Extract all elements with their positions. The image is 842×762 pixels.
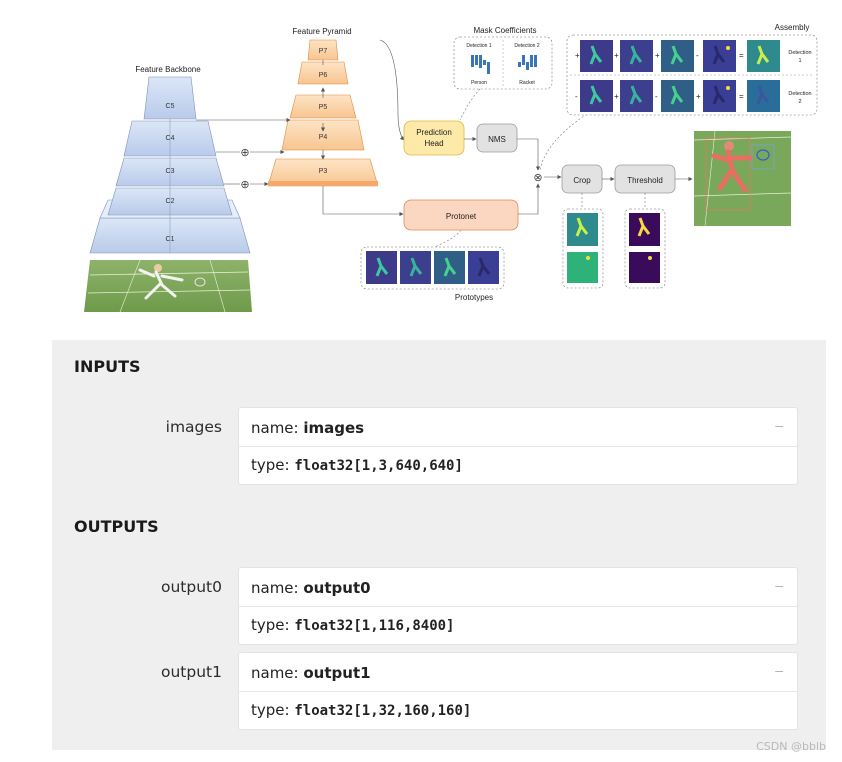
backbone-label-c4: C4 [166, 135, 175, 142]
pyramid-layer-p6 [297, 61, 349, 85]
model-properties-panel: INPUTS images name: images – type: float… [52, 340, 826, 750]
sum-node-2: ⊕ [240, 179, 249, 191]
name-prefix: name: [251, 664, 304, 682]
assembly-row1: + + + - = Detection 1 [575, 40, 812, 72]
output0-row-label: output0 [161, 578, 222, 596]
backbone-label-c2: C2 [166, 198, 175, 205]
sum-node-1: ⊕ [240, 147, 249, 159]
output1-name-line: name: output1 [251, 664, 371, 682]
multiply-node: ⊗ [533, 172, 542, 184]
coeff-bars-person [471, 55, 490, 74]
assembly-det2-line2: 2 [798, 99, 801, 105]
protonet-label: Protonet [446, 212, 477, 221]
collapse-toggle[interactable]: – [775, 417, 783, 433]
pyramid-label-p3: P3 [319, 168, 328, 175]
output0-name-line: name: output0 [251, 579, 371, 597]
lateral-connections [196, 117, 291, 187]
assembly-op: + [614, 92, 619, 101]
inputs-section-title: INPUTS [74, 357, 141, 376]
pyramid-label-p5: P5 [319, 104, 328, 111]
input-images-card[interactable]: name: images – type: float32[1,3,640,640… [239, 408, 797, 484]
collapse-toggle[interactable]: – [775, 577, 783, 593]
divider [239, 691, 797, 692]
assembly-det2-line1: Detection [788, 91, 811, 97]
threshold-label: Threshold [627, 176, 663, 185]
type-prefix: type: [251, 616, 295, 634]
crop-label: Crop [573, 176, 591, 185]
prediction-head-label-line1: Prediction [416, 128, 452, 137]
assembly-det1-line1: Detection [788, 50, 811, 56]
pyramid-label-p7: P7 [319, 48, 328, 55]
backbone-stack: C5 C4 C3 C2 C1 [89, 76, 251, 254]
backbone-layer-c5 [143, 76, 197, 120]
backbone-label-c1: C1 [166, 236, 175, 243]
prototype-thumbnails [366, 251, 499, 284]
assembly-row2: - + - + = Detection 2 [575, 80, 812, 112]
backbone-label-c5: C5 [166, 103, 175, 110]
yolact-architecture-diagram: Feature Backbone C5 C4 C3 C2 C1 Feature … [84, 23, 818, 313]
output1-card[interactable]: name: output1 – type: float32[1,32,160,1… [239, 653, 797, 729]
coeff-bars-racket [518, 55, 537, 70]
input-row-label: images [165, 418, 222, 436]
watermark: CSDN @bblb [756, 740, 826, 753]
collapse-toggle[interactable]: – [775, 662, 783, 678]
output0-card[interactable]: name: output0 – type: float32[1,116,8400… [239, 568, 797, 644]
output0-type-line: type: float32[1,116,8400] [251, 616, 455, 634]
assembly-det1-line2: 1 [798, 58, 801, 64]
nms-label: NMS [488, 135, 506, 144]
prediction-head-box [403, 120, 465, 156]
nms-box [476, 123, 518, 153]
output1-name-value: output1 [303, 664, 371, 682]
output1-type-line: type: float32[1,32,160,160] [251, 701, 471, 719]
detection2-label: Detection 2 [514, 43, 540, 49]
output1-row-label: output1 [161, 663, 222, 681]
backbone-label-c3: C3 [166, 168, 175, 175]
pyramid-stack: P7 P6 P5 P4 P3 [267, 39, 379, 187]
assembly-op: - [696, 51, 699, 60]
backbone-title: Feature Backbone [135, 65, 201, 74]
assembly-op: + [614, 51, 619, 60]
assembly-op: = [739, 92, 744, 101]
assembly-op: + [575, 51, 580, 60]
input-name-value: images [303, 419, 365, 437]
mask-coefficients-title: Mask Coefficients [474, 26, 537, 35]
racket-label: Racket [519, 80, 535, 86]
outputs-section-title: OUTPUTS [74, 517, 159, 536]
assembly-op: = [739, 51, 744, 60]
person-label: Person [471, 80, 487, 86]
assembly-op: - [655, 92, 658, 101]
pyramid-layer-p4 [281, 119, 365, 151]
pyramid-layer-p5 [289, 94, 357, 119]
divider [239, 446, 797, 447]
input-name-line: name: images [251, 419, 364, 437]
pyramid-layer-p7 [307, 39, 339, 61]
input-image [84, 259, 252, 313]
name-prefix: name: [251, 579, 304, 597]
name-prefix: name: [251, 419, 304, 437]
pyramid-title: Feature Pyramid [292, 27, 351, 36]
output0-name-value: output0 [303, 579, 371, 597]
detection1-label: Detection 1 [466, 43, 492, 49]
mask-coefficients-box [453, 36, 553, 90]
pyramid-label-p6: P6 [319, 72, 328, 79]
assembly-op: - [575, 92, 578, 101]
prototypes-label: Prototypes [455, 293, 493, 302]
input-type-value: float32[1,3,640,640] [294, 458, 463, 474]
pyramid-label-p4: P4 [319, 134, 328, 141]
result-image [693, 130, 792, 227]
type-prefix: type: [251, 701, 295, 719]
input-type-line: type: float32[1,3,640,640] [251, 456, 463, 474]
output1-type-value: float32[1,32,160,160] [294, 703, 472, 719]
divider [239, 606, 797, 607]
prediction-head-label-line2: Head [424, 139, 443, 148]
assembly-op: + [655, 51, 660, 60]
assembly-op: + [696, 92, 701, 101]
type-prefix: type: [251, 456, 295, 474]
output0-type-value: float32[1,116,8400] [294, 618, 455, 634]
assembly-title: Assembly [775, 23, 810, 32]
